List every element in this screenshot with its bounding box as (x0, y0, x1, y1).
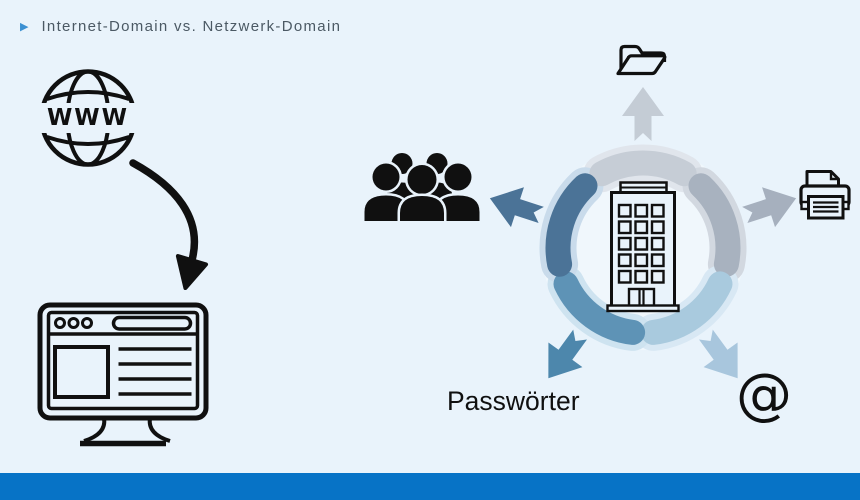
arc-segment-printing (688, 173, 741, 277)
browser-dot-icon (54, 317, 66, 329)
page-title: Internet-Domain vs. Netzwerk-Domain (41, 18, 342, 35)
arrow-up-icon (622, 87, 664, 141)
arrow-left-icon (489, 187, 544, 228)
network-wheel (489, 87, 797, 379)
arrow-right-icon (742, 187, 797, 228)
arrow-down-left-icon (548, 329, 587, 379)
browser-dot-icon (67, 317, 80, 329)
arc-segment-email (640, 271, 733, 345)
arc-segment-files (589, 150, 697, 187)
arrow-down-right-icon (699, 329, 738, 379)
browser-dot-icon (81, 317, 93, 329)
bullet-triangle-icon: ▶ (20, 21, 29, 33)
user-group-icon (362, 153, 482, 224)
arc-segment-passwords (553, 271, 646, 345)
person-front-center (397, 162, 447, 224)
email-at-symbol: @ (736, 362, 792, 427)
passwords-label: Passwörter (447, 386, 580, 416)
curved-down-arrow-icon (129, 159, 208, 290)
browser-monitor-icon (37, 302, 209, 447)
globe-www-label: WWW (38, 103, 138, 133)
arc-segment-users (545, 173, 598, 277)
footer-accent-bar (0, 473, 860, 500)
building-windows (617, 203, 665, 284)
printer-icon (799, 170, 851, 220)
slide-header: ▶ Internet-Domain vs. Netzwerk-Domain (20, 18, 341, 35)
address-bar-icon (111, 315, 193, 331)
content-image-placeholder (53, 345, 110, 399)
open-folder-icon (616, 44, 667, 76)
office-building-icon (606, 181, 680, 313)
